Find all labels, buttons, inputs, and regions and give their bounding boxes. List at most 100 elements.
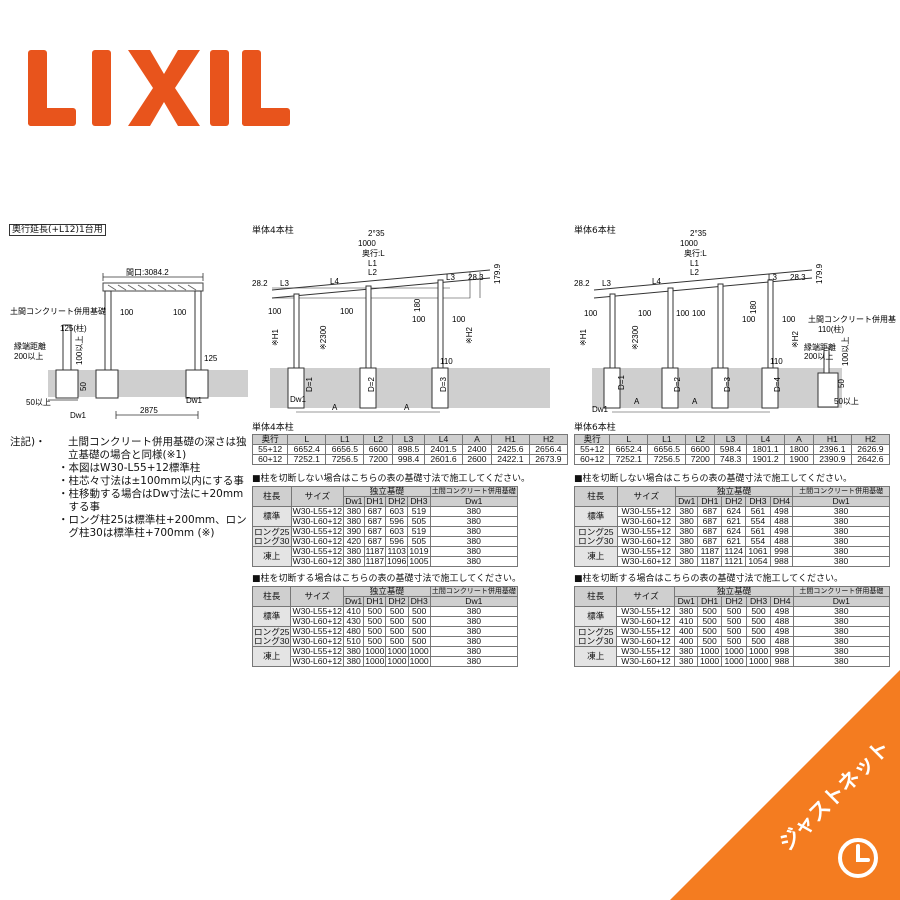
- f4b-r0c3: 500: [385, 606, 409, 617]
- dim4-h7: H1: [490, 434, 530, 445]
- f4b-r0c5: 380: [429, 606, 519, 617]
- dim6-r1c7: 2390.9: [812, 454, 852, 465]
- dim6-r1c6: 1900: [784, 454, 814, 465]
- dim6-r0c1: 6652.4: [609, 444, 649, 455]
- f6b-r4c4: 1000: [745, 646, 772, 657]
- f6a-h-dh4: DH4: [769, 496, 794, 507]
- f4a-r3c2: 687: [363, 536, 387, 547]
- dim4-r0c3: 6600: [363, 444, 394, 455]
- d6-dw: Dw1: [592, 405, 609, 414]
- left-edge-label: 縁端距離: [14, 341, 46, 351]
- f4b-h-dw1: Dw1: [342, 596, 365, 607]
- f6b-r0c1: 380: [674, 606, 698, 617]
- f4b-r2c0: W30-L55+12: [290, 626, 344, 637]
- f4a-r4c2: 1187: [363, 546, 387, 557]
- d4-g100a: 100: [268, 307, 282, 316]
- dim6-r1c2: 7256.5: [647, 454, 687, 465]
- f4b-r3c5: 380: [429, 636, 519, 647]
- f4a-r1c4: 505: [407, 516, 431, 527]
- left-col-label: 125(柱): [60, 323, 87, 333]
- f6a-h-dh1: DH1: [697, 496, 723, 507]
- dim4-h0: 奥行: [251, 434, 289, 445]
- dim6-title: 単体6本柱: [574, 423, 616, 433]
- f6b-h-sdw1: Dw1: [792, 596, 891, 607]
- f4a-h-ind: 独立基礎: [343, 486, 431, 497]
- dim4-r1c0: 60+12: [251, 454, 289, 465]
- d4-l4: L4: [330, 277, 339, 286]
- f4a-r0c0: W30-L55+12: [290, 506, 345, 517]
- f4b-r5c3: 1000: [385, 656, 409, 667]
- f4b-h-ind: 独立基礎: [342, 586, 431, 597]
- dim4-header-row: 奥行 L L1 L2 L3 L4 A H1 H2: [251, 434, 569, 445]
- f6b-r0c6: 380: [792, 606, 891, 617]
- dim6-r0c6: 1800: [784, 444, 814, 455]
- d4-l3a: L3: [280, 279, 289, 288]
- f4b-r1c5: 380: [429, 616, 519, 627]
- f6b-r4c2: 1000: [696, 646, 723, 657]
- left-h125-label: 125: [204, 354, 218, 363]
- d4-d1: D=1: [305, 377, 314, 392]
- left-f50-label: 50: [79, 382, 88, 391]
- dim6-r1c1: 7252.1: [609, 454, 649, 465]
- f6b-r3c0: W30-L60+12: [616, 636, 676, 647]
- f4b-r5c5: 380: [429, 656, 519, 667]
- note-item-5: ロング柱25は標準柱+200mm、ロング柱30は標準柱+700mm (※): [68, 514, 247, 539]
- note-item-1: 土間コンクリート併用基礎の深さは独立基礎の場合と同様(※1): [68, 436, 247, 461]
- d6-right: 28.3: [790, 273, 806, 282]
- d4-right: 28.3: [468, 273, 484, 282]
- f6b-r5c3: 1000: [721, 656, 747, 667]
- f6b-r0c0: W30-L55+12: [616, 606, 676, 617]
- d4-a2: A: [404, 403, 410, 412]
- f6a-r5c4: 1054: [745, 556, 771, 567]
- f4b-g0: 標準: [251, 606, 292, 627]
- f4b-r1c4: 500: [407, 616, 431, 627]
- d6-d100: 100以上: [841, 337, 850, 366]
- f6b-r4c0: W30-L55+12: [616, 646, 676, 657]
- dim6-r0c7: 2396.1: [812, 444, 852, 455]
- left-d50-label: 50以上: [26, 398, 51, 407]
- f6a-r3c3: 621: [721, 536, 747, 547]
- note-row-1: 注記)・ 土間コンクリート併用基礎の深さは独立基礎の場合と同様(※1): [10, 436, 250, 462]
- f4a-r3c1: 420: [343, 536, 365, 547]
- f4b-note: ■柱を切断する場合はこちらの表の基礎寸法で施工してください。: [252, 574, 521, 584]
- d6-f50: 50: [837, 379, 846, 388]
- d6-d1: D=1: [617, 375, 626, 390]
- f4b-g2: 凍上: [251, 646, 292, 667]
- f6a-r1c3: 621: [721, 516, 747, 527]
- f6a-h-soil: 土間コンクリート併用基礎: [792, 486, 890, 497]
- dim6-r0c2: 6656.5: [647, 444, 687, 455]
- note-row-4: ・柱移動する場合はDw寸法に+20mmする事: [10, 488, 250, 514]
- f6a-g2: 凍上: [574, 546, 618, 567]
- f6b-r5c0: W30-L60+12: [616, 656, 676, 667]
- shop-corner-badge: ジャストネット: [670, 670, 900, 900]
- f6a-r3c5: 488: [769, 536, 794, 547]
- f6a-r0c1: 380: [674, 506, 699, 517]
- dim6-r1c3: 7200: [685, 454, 716, 465]
- diagram4-svg-wrap: 2°35 1000 奥行:L L1 L2 L3 L4 L3 28.2 28.3 …: [250, 228, 560, 420]
- d4-v110: 110: [440, 357, 453, 366]
- f6a-r2c1: 380: [674, 526, 699, 537]
- f4b-h-dh2: DH2: [385, 596, 409, 607]
- f6b-r5c2: 1000: [696, 656, 723, 667]
- f4b-h-col: 柱長: [251, 586, 292, 607]
- f6a-r0c3: 624: [721, 506, 747, 517]
- f4b-r4c4: 1000: [407, 646, 431, 657]
- f4a-r4c3: 1103: [385, 546, 409, 557]
- dim4-r1c3: 7200: [363, 454, 394, 465]
- f6a-r4c1: 380: [674, 546, 699, 557]
- f6a-r4c4: 1061: [745, 546, 771, 557]
- f6b-r1c5: 488: [770, 616, 794, 627]
- f6b-r2c0: W30-L55+12: [616, 626, 676, 637]
- d6-h2300: ※2300: [631, 325, 640, 350]
- d4-h2: ※H2: [465, 327, 474, 344]
- f6a-note: ■柱を切断しない場合はこちらの表の基礎寸法で施工してください。: [574, 474, 852, 484]
- f6b-r5c1: 380: [674, 656, 698, 667]
